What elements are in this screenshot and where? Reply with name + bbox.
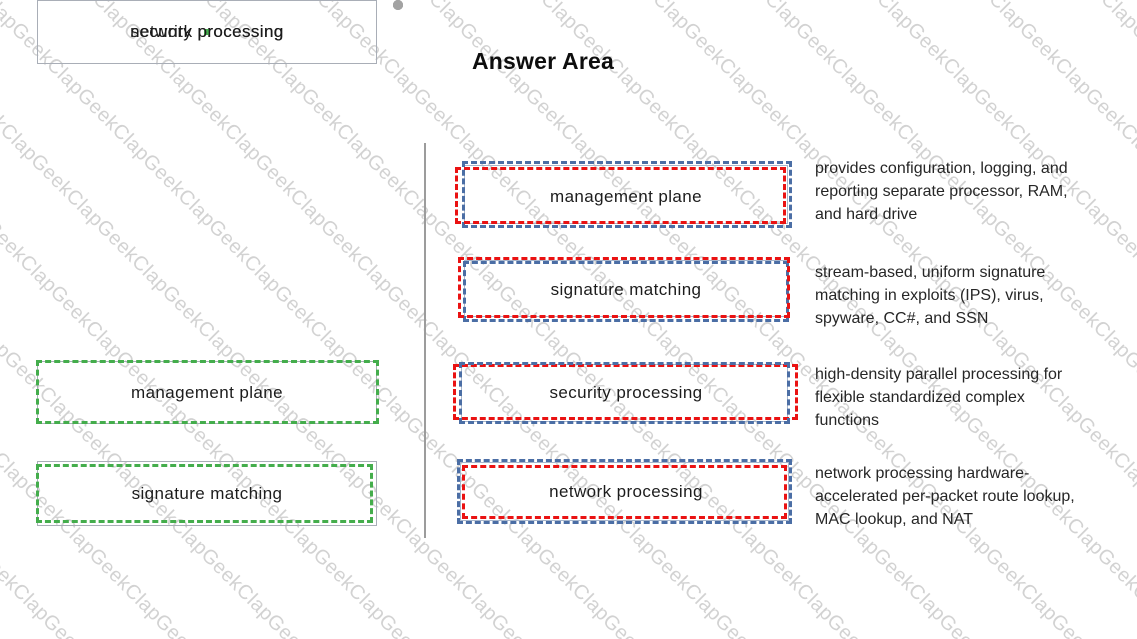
drag-item-label: signature matching	[131, 483, 283, 503]
description-line: provides configuration, logging, and	[815, 160, 1068, 177]
description-line: stream-based, uniform signature	[815, 264, 1046, 281]
description-line: high-density parallel processing for	[815, 366, 1063, 383]
page-title: Answer Area	[472, 48, 614, 74]
green-dashed-border	[36, 464, 373, 523]
drop-target-signature-matching[interactable]: signature matching	[450, 254, 802, 326]
description-management-plane: provides configuration, logging, and rep…	[815, 158, 1137, 227]
description-signature-matching: stream-based, uniform signature matching…	[815, 262, 1137, 331]
description-line: flexible standardized complex	[815, 388, 1025, 406]
blue-dashed-border	[457, 459, 792, 524]
drop-target-label: network processing	[549, 482, 703, 501]
description-network-processing: network processing hardware- accelerated…	[815, 463, 1137, 532]
green-dashed-border	[36, 360, 379, 424]
description-line: matching in exploits (IPS), virus,	[815, 286, 1044, 304]
drag-item-label: management plane	[131, 382, 283, 402]
description-line: network processing hardware-	[815, 465, 1030, 482]
description-line: reporting separate processor, RAM,	[815, 182, 1068, 200]
drag-item-label: network processing	[130, 22, 284, 41]
drop-target-network-processing[interactable]: network processing	[450, 456, 802, 528]
drop-target-security-processing[interactable]: security processing	[450, 359, 802, 427]
drop-target-label: signature matching	[550, 280, 702, 299]
description-security-processing: high-density parallel processing for fle…	[815, 364, 1137, 433]
inner-solid-border	[460, 462, 789, 521]
green-dashed-border	[204, 29, 210, 35]
description-line: spyware, CC#, and SSN	[815, 309, 989, 327]
drag-item-management-plane[interactable]: management plane	[36, 360, 379, 424]
drop-target-label: management plane	[550, 187, 702, 206]
description-line: and hard drive	[815, 205, 918, 223]
blue-dashed-border	[462, 161, 792, 228]
drag-item-signature-matching[interactable]: signature matching	[36, 461, 377, 526]
description-line: MAC lookup, and NAT	[815, 510, 973, 528]
red-dashed-border	[453, 364, 798, 420]
red-dashed-border	[462, 465, 787, 519]
red-dashed-border	[458, 257, 790, 318]
blue-dashed-border	[459, 362, 790, 424]
drag-hint-dot	[393, 0, 403, 10]
red-dashed-border	[455, 167, 786, 224]
divider-line	[424, 143, 426, 538]
drag-item-network-processing[interactable]: network processing	[37, 0, 377, 64]
drop-target-management-plane[interactable]: management plane	[450, 158, 802, 236]
description-line: functions	[815, 411, 880, 429]
description-line: accelerated per-packet route lookup,	[815, 487, 1075, 505]
drop-target-label: security processing	[549, 383, 703, 402]
